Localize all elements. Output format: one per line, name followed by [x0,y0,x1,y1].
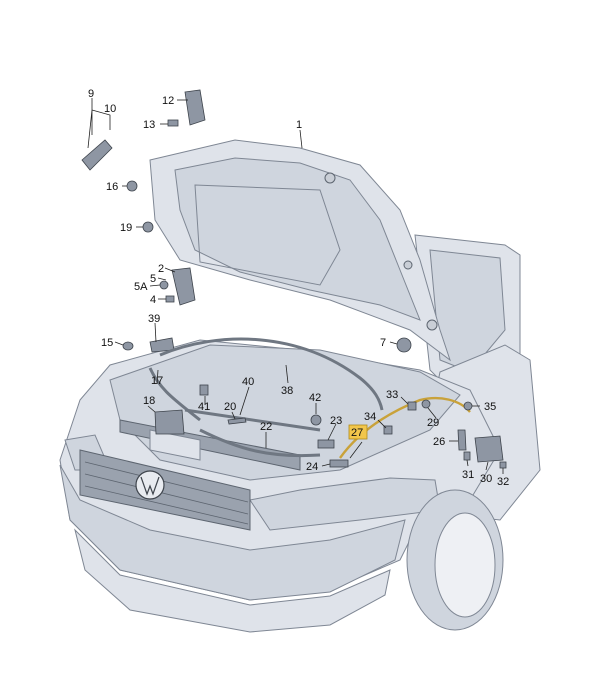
part-35 [463,401,473,411]
callout-32: 32 [497,476,509,488]
part-31 [463,451,471,461]
callout-15: 15 [101,337,113,349]
callout-5: 5 [150,273,156,285]
part-17 [148,367,201,422]
part-19 [142,221,154,233]
part-10 [81,139,113,171]
callout-42: 42 [309,392,321,404]
callout-1: 1 [296,119,302,131]
callout-39: 39 [148,313,160,325]
part-15 [122,341,134,351]
callout-2: 2 [158,263,164,275]
callout-9: 9 [88,88,94,100]
part-41 [199,384,209,396]
callout-40: 40 [242,376,254,388]
callout-27: 27 [351,427,363,439]
part-24 [329,459,349,468]
callout-20: 20 [224,401,236,413]
callout-7: 7 [380,337,386,349]
callout-13: 13 [143,119,155,131]
part-4 [165,295,175,303]
part-13 [167,119,179,127]
part-32 [499,461,507,469]
callout-35: 35 [484,401,496,413]
callout-33: 33 [386,389,398,401]
part-23 [317,439,335,449]
part-7 [396,337,412,353]
callout-19: 19 [120,222,132,234]
callout-5a: 5A [134,281,148,293]
callout-10: 10 [104,103,116,115]
part-38 [159,337,384,411]
callout-24: 24 [306,461,318,473]
callout-26: 26 [433,436,445,448]
parts [81,89,507,469]
callout-4: 4 [150,294,156,306]
part-42 [310,414,322,426]
callout-23: 23 [330,415,342,427]
callout-16: 16 [106,181,118,193]
part-34 [383,425,393,435]
leader-lines [87,98,504,474]
vehicle-body [59,234,541,633]
part-5a [159,280,169,290]
callout-labels: 1 9 10 12 13 16 19 2 5 5A 4 39 15 7 38 1… [88,88,509,488]
callout-17: 17 [151,375,163,387]
part-12 [184,89,206,126]
callout-18: 18 [143,395,155,407]
part-20 [227,417,247,425]
part-26 [457,429,467,451]
callout-34: 34 [364,411,376,423]
callout-31: 31 [462,469,474,481]
part-22 [199,428,321,458]
part-33 [407,401,417,411]
callout-38: 38 [281,385,293,397]
part-40 [184,408,321,432]
bonnet[interactable] [149,139,451,362]
part-29 [421,399,431,409]
part-2 [171,267,196,306]
part-30 [474,435,504,463]
part-18 [154,409,185,435]
callout-30: 30 [480,473,492,485]
callout-29: 29 [427,417,439,429]
callout-12: 12 [162,95,174,107]
highlight-box-27 [348,424,368,440]
callout-41: 41 [198,401,210,413]
callout-22: 22 [260,421,272,433]
part-16 [126,180,138,192]
